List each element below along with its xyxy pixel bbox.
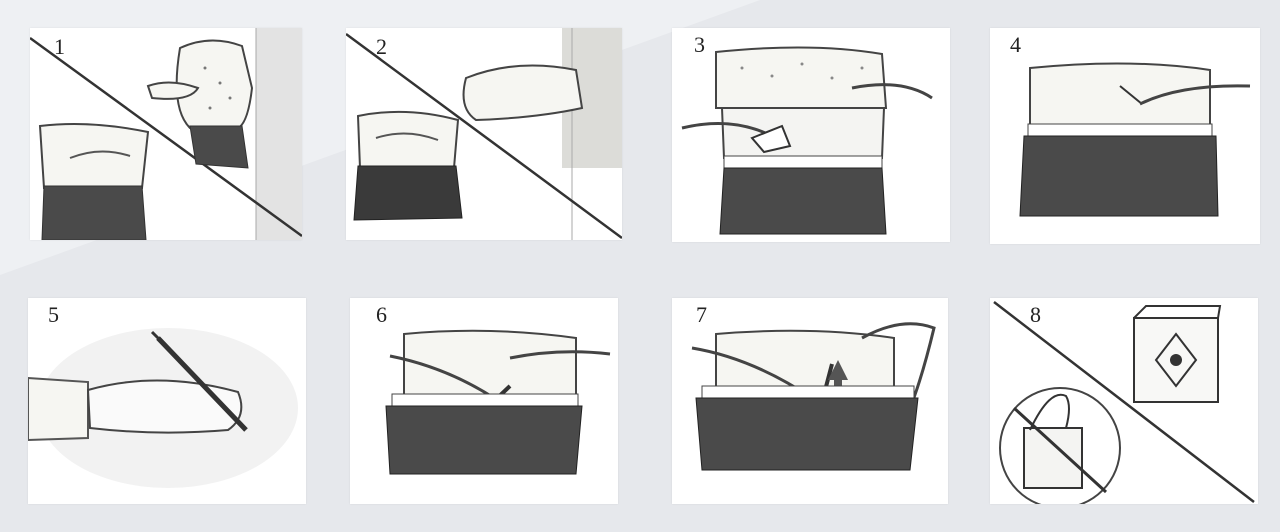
remove-needle-icon <box>691 322 936 471</box>
sharps-disposal-icon <box>993 301 1255 504</box>
step-number-8: 8 <box>1030 302 1041 327</box>
inject-abdomen-icon <box>385 329 611 475</box>
skin-disinfection-icon <box>681 46 933 235</box>
step-panel-8: 8 <box>990 298 1258 504</box>
step-number-6: 6 <box>376 302 387 327</box>
step-panel-7: 7 <box>672 298 948 504</box>
step-panel-5: 5 <box>28 298 306 504</box>
hold-syringe-icon <box>28 328 298 488</box>
pinch-skin-icon <box>1019 62 1251 217</box>
step-number-3: 3 <box>694 32 705 57</box>
step-panel-1: 1 <box>30 28 302 240</box>
step-panel-3: 3 <box>672 28 950 242</box>
step-number-7: 7 <box>696 302 707 327</box>
step-panel-4: 4 <box>990 28 1260 244</box>
step-number-2: 2 <box>376 34 387 59</box>
step-panel-2: 2 <box>346 28 622 240</box>
seated-preparation-scene-icon <box>346 28 622 240</box>
hand-washing-scene-icon <box>30 28 302 240</box>
step-panel-6: 6 <box>350 298 618 504</box>
step-number-1: 1 <box>54 34 65 59</box>
step-number-5: 5 <box>48 302 59 327</box>
step-number-4: 4 <box>1010 32 1021 57</box>
